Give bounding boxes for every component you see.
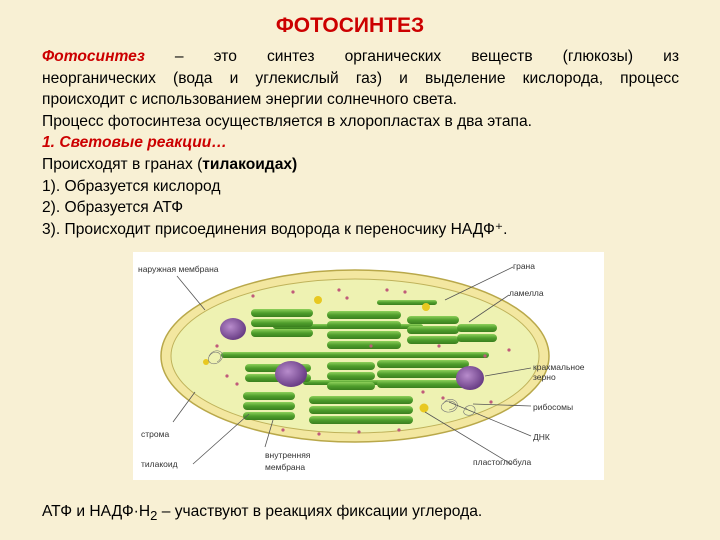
lamella	[221, 352, 489, 358]
label-starch-2: зерно	[533, 372, 556, 382]
label-inner-membrane-2: мембрана	[265, 462, 305, 472]
granum-7	[377, 360, 469, 388]
plastoglobule	[314, 296, 322, 304]
step-2: 2). Образуется АТФ	[42, 199, 184, 217]
chloroplast-svg: наружная мембрана грана ламелла крахмаль…	[138, 261, 585, 472]
term-photosynthesis: Фотосинтез	[42, 48, 145, 65]
chloroplast-diagram: наружная мембрана грана ламелла крахмаль…	[133, 252, 604, 480]
granum-2	[327, 311, 401, 349]
starch-grain	[456, 366, 484, 390]
label-grana: грана	[513, 261, 535, 271]
starch-grain	[275, 361, 307, 387]
label-lamella: ламелла	[509, 288, 544, 298]
grana-line: Происходят в гранах (тилакоидах)	[42, 155, 298, 173]
definition-line-1: Фотосинтез – это синтез органических вещ…	[42, 48, 679, 65]
label-outer-membrane: наружная мембрана	[138, 264, 219, 274]
granum-3	[407, 316, 459, 344]
definition-line-2: неорганических (вода и углекислый газ) и…	[42, 69, 679, 87]
granum-1	[251, 309, 313, 337]
process-location: Процесс фотосинтеза осуществляется в хло…	[42, 112, 532, 130]
page-title: ФОТОСИНТЕЗ	[275, 14, 425, 37]
granum-6	[327, 362, 375, 390]
label-inner-membrane-1: внутренняя	[265, 450, 311, 460]
dna	[208, 350, 476, 416]
plastoglobule	[203, 359, 209, 365]
step-1: 1). Образуется кислород	[42, 177, 221, 195]
starch-grain	[220, 318, 246, 340]
lamella	[377, 300, 437, 305]
ribosomes	[215, 288, 511, 436]
granum-8	[243, 392, 295, 420]
granum-9	[309, 396, 413, 424]
label-dna: ДНК	[533, 432, 550, 442]
plastoglobule	[419, 403, 429, 413]
granum-4	[457, 324, 497, 342]
label-plastoglobule: пластоглобула	[473, 457, 531, 467]
step-3: 3). Происходит присоединения водорода к …	[42, 220, 508, 238]
label-stroma: строма	[141, 429, 169, 439]
label-thylakoid: тилакоид	[141, 459, 178, 469]
label-starch-1: крахмальное	[533, 362, 585, 372]
footer-text: АТФ и НАДФ·Н2 – участвуют в реакциях фик…	[42, 503, 483, 524]
definition-line-3: происходит с использованием энергии солн…	[42, 91, 457, 109]
plastoglobule	[422, 303, 430, 311]
stage-heading: 1. Световые реакции…	[42, 134, 227, 152]
callout-lines	[172, 266, 532, 465]
label-ribosomes: рибосомы	[533, 402, 573, 412]
body-text: Фотосинтез – это синтез органических вещ…	[42, 46, 679, 240]
